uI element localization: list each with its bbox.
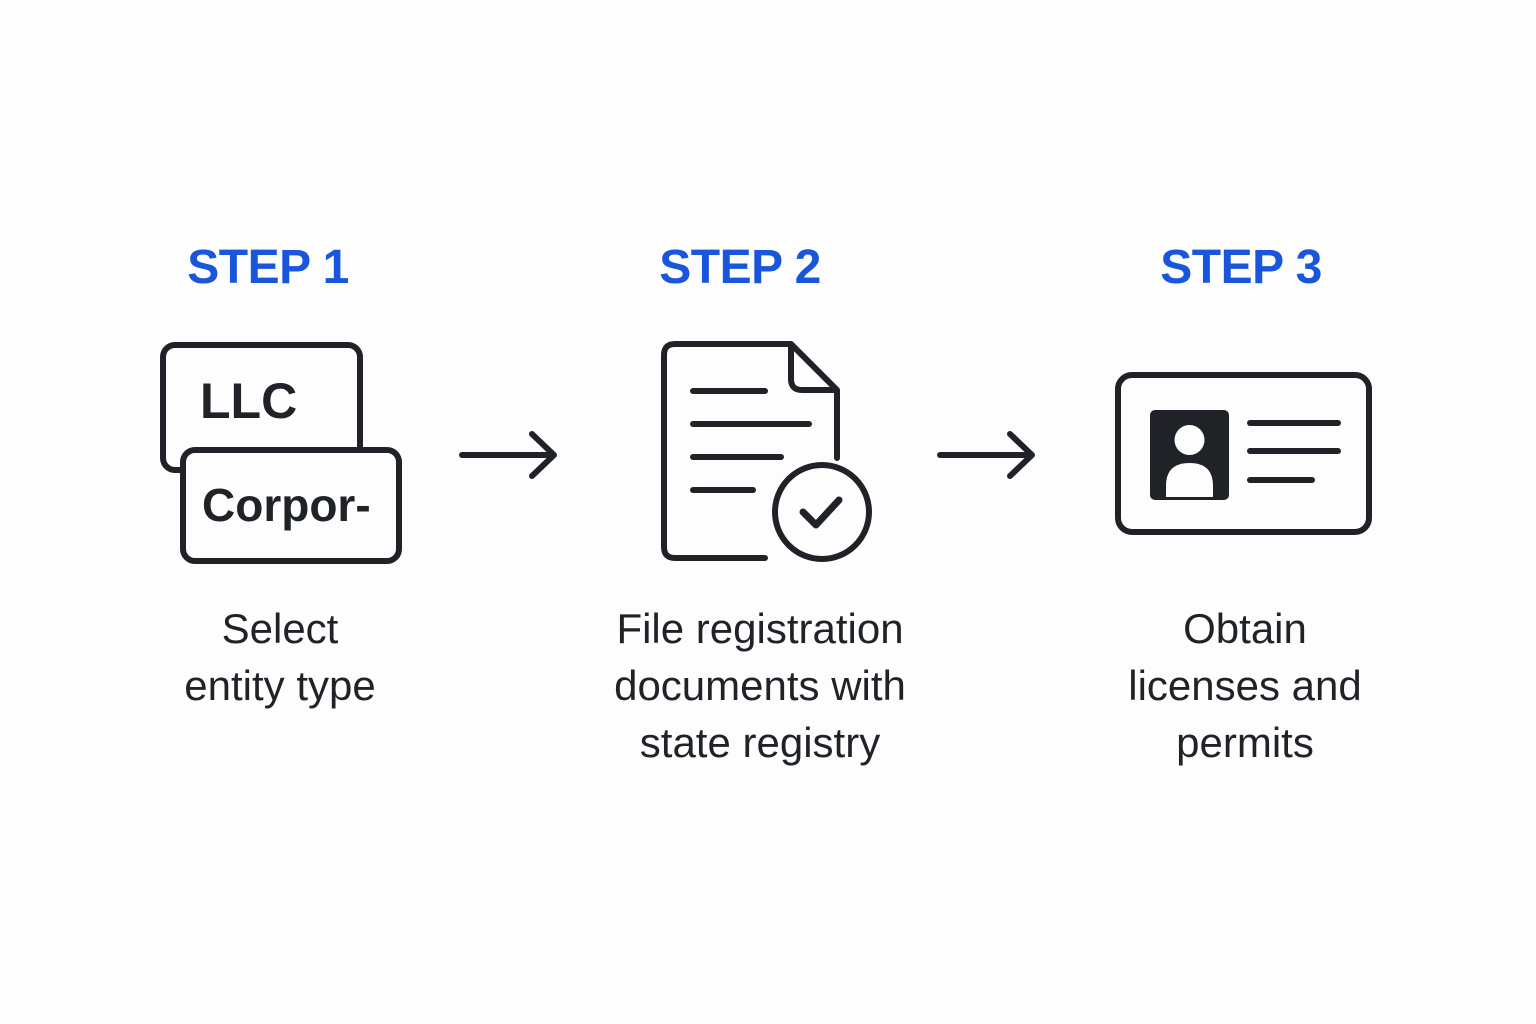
step-2-description-line: state registry [639,719,881,766]
step-1-description-line: entity type [184,662,376,709]
document-outline [661,341,840,561]
step-3-description-line: permits [1176,719,1314,766]
step-1-description: Select entity type [130,600,430,714]
llc-card-label: LLC [200,373,297,429]
step-2-description: File registration documents with state r… [560,600,960,771]
check-circle [772,462,872,562]
arrow-right-icon [459,431,557,479]
step-2-description-line: documents with [614,662,906,709]
check-mark-icon [799,496,843,529]
corporation-card-label: Corpor- [202,479,371,531]
person-head-icon [1174,425,1205,455]
document-check-icon [661,341,872,562]
step-2-description-line: File registration [616,605,904,652]
step-3-label: STEP 3 [1160,241,1322,294]
step-1-description-line: Select [221,605,339,652]
id-card-icon [1115,372,1372,535]
step-2-label: STEP 2 [659,241,821,294]
step-3-description: Obtain licenses and permits [1090,600,1400,771]
arrow-right-icon [937,431,1035,479]
step-1-label: STEP 1 [187,241,349,294]
corporation-card [180,447,402,564]
person-shoulders-icon [1166,463,1213,497]
entity-type-cards-icon: LLC Corpor- [160,342,402,564]
step-3-description-line: licenses and [1128,662,1362,709]
document-folded-corner [788,344,837,393]
step-3-description-line: Obtain [1183,605,1307,652]
